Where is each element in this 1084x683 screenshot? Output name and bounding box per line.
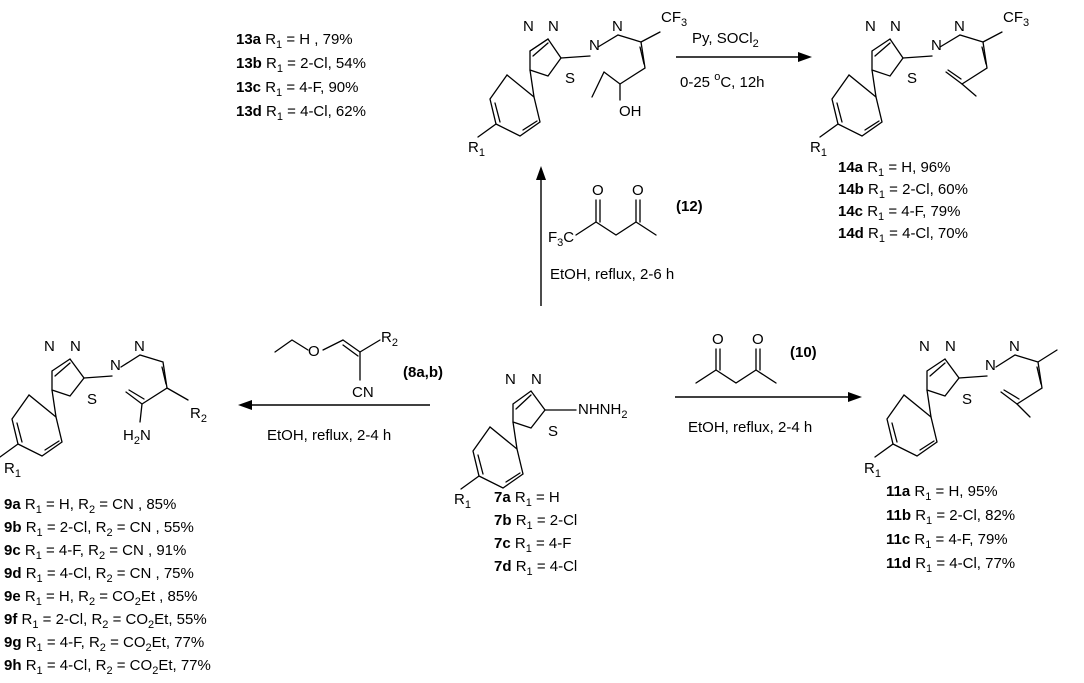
cond-12: EtOH, reflux, 2-6 h [550,266,674,283]
c7-s-atom: S [548,423,558,440]
reagent-12-label: (12) [676,198,703,215]
cond-14-line2: 0-25 oC, 12h [680,71,765,91]
compound-7-structure [460,390,577,490]
entry-7a: 7a R1 = H [494,489,560,509]
c13-n1-atom: N [523,18,534,35]
entry-14c: 14c R1 = 4-F, 79% [838,203,960,223]
c13-cf3-label: CF3 [661,9,687,29]
compound-11-list: 11a R1 = H, 95% 11b R1 = 2-Cl, 82% 11c R… [886,483,1015,575]
c7-r1-label: R1 [454,491,471,511]
compound-13-list: 13a R1 = H , 79% 13b R1 = 2-Cl, 54% 13c … [236,31,366,123]
c11-n3-atom: N [985,357,996,374]
entry-9g: 9g R1 = 4-F, R2 = CO2Et, 77% [4,634,204,654]
entry-11c: 11c R1 = 4-F, 79% [886,531,1008,551]
entry-13a: 13a R1 = H , 79% [236,31,353,51]
arrowhead-7-to-13 [536,166,546,180]
entry-14a: 14a R1 = H, 96% [838,159,950,179]
c13-s-atom: S [565,70,575,87]
c9-s-atom: S [87,391,97,408]
c9-n4-atom: N [134,338,145,355]
r12-o2-atom: O [632,182,644,199]
c9-n3-atom: N [110,357,121,374]
c11-s-atom: S [962,391,972,408]
arrowhead-7-to-9 [238,400,252,410]
c9-n2-atom: N [70,338,81,355]
entry-9h: 9h R1 = 4-Cl, R2 = CO2Et, 77% [4,657,211,677]
c14-r1-label: R1 [810,139,827,159]
entry-14d: 14d R1 = 4-Cl, 70% [838,225,968,245]
compound-11-structure [874,349,1058,458]
c13-n3-atom: N [589,37,600,54]
cond-10: EtOH, reflux, 2-4 h [688,419,812,436]
arrowhead-13-to-14 [798,52,812,62]
c14-n4-atom: N [954,18,965,35]
c9-r2-label: R2 [190,405,207,425]
r10-o1-atom: O [712,331,724,348]
compound-13-structure [477,31,661,138]
reagent-8-structure [274,339,381,381]
compound-9-list: 9a R1 = H, R2 = CN , 85% 9b R1 = 2-Cl, R… [4,496,211,677]
c13-n4-atom: N [612,18,623,35]
r12-o1-atom: O [592,182,604,199]
entry-7c: 7c R1 = 4-F [494,535,571,555]
r8-cn-label: CN [352,384,374,401]
entry-13b: 13b R1 = 2-Cl, 54% [236,55,366,75]
entry-13c: 13c R1 = 4-F, 90% [236,79,358,99]
reagent-10-structure [695,348,777,384]
reagent-12-structure [575,199,657,236]
r10-o2-atom: O [752,331,764,348]
c13-n2-atom: N [548,18,559,35]
c7-n1-atom: N [505,371,516,388]
entry-13d: 13d R1 = 4-Cl, 62% [236,103,366,123]
cond-8: EtOH, reflux, 2-4 h [267,427,391,444]
compound-9-structure [0,354,189,458]
entry-14b: 14b R1 = 2-Cl, 60% [838,181,968,201]
c9-nh2-label: H2N [123,427,151,447]
arrowhead-7-to-11 [848,392,862,402]
entry-9a: 9a R1 = H, R2 = CN , 85% [4,496,176,516]
compound-14-structure [819,31,1003,138]
entry-9f: 9f R1 = 2-Cl, R2 = CO2Et, 55% [4,611,207,631]
entry-9b: 9b R1 = 2-Cl, R2 = CN , 55% [4,519,194,539]
c9-n1-atom: N [44,338,55,355]
r8-o-atom: O [308,343,320,360]
c14-s-atom: S [907,70,917,87]
r12-f3c-label: F3C [548,229,574,249]
entry-11b: 11b R1 = 2-Cl, 82% [886,507,1015,527]
entry-9c: 9c R1 = 4-F, R2 = CN , 91% [4,542,186,562]
entry-7b: 7b R1 = 2-Cl [494,512,577,532]
reagent-10-label: (10) [790,344,817,361]
compound-7-list: 7a R1 = H 7b R1 = 2-Cl 7c R1 = 4-F 7d R1… [494,489,577,578]
entry-11d: 11d R1 = 4-Cl, 77% [886,555,1015,575]
c13-oh-label: OH [619,103,642,120]
c14-n3-atom: N [931,37,942,54]
r8-r2-label: R2 [381,329,398,349]
compound-14-list: 14a R1 = H, 96% 14b R1 = 2-Cl, 60% 14c R… [838,159,968,245]
c14-cf3-label: CF3 [1003,9,1029,29]
entry-9e: 9e R1 = H, R2 = CO2Et , 85% [4,588,198,608]
c11-n4-atom: N [1009,338,1020,355]
c7-nhnh2-label: NHNH2 [578,401,627,421]
entry-11a: 11a R1 = H, 95% [886,483,998,503]
c14-n2-atom: N [890,18,901,35]
c11-r1-label: R1 [864,460,881,480]
c11-n2-atom: N [945,338,956,355]
entry-7d: 7d R1 = 4-Cl [494,558,577,578]
c13-r1-label: R1 [468,139,485,159]
c9-r1-label: R1 [4,460,21,480]
c11-n1-atom: N [919,338,930,355]
c7-n2-atom: N [531,371,542,388]
cond-14-line1: Py, SOCl2 [692,30,759,50]
entry-9d: 9d R1 = 4-Cl, R2 = CN , 75% [4,565,194,585]
c14-n1-atom: N [865,18,876,35]
reagent-8-label: (8a,b) [403,364,443,381]
